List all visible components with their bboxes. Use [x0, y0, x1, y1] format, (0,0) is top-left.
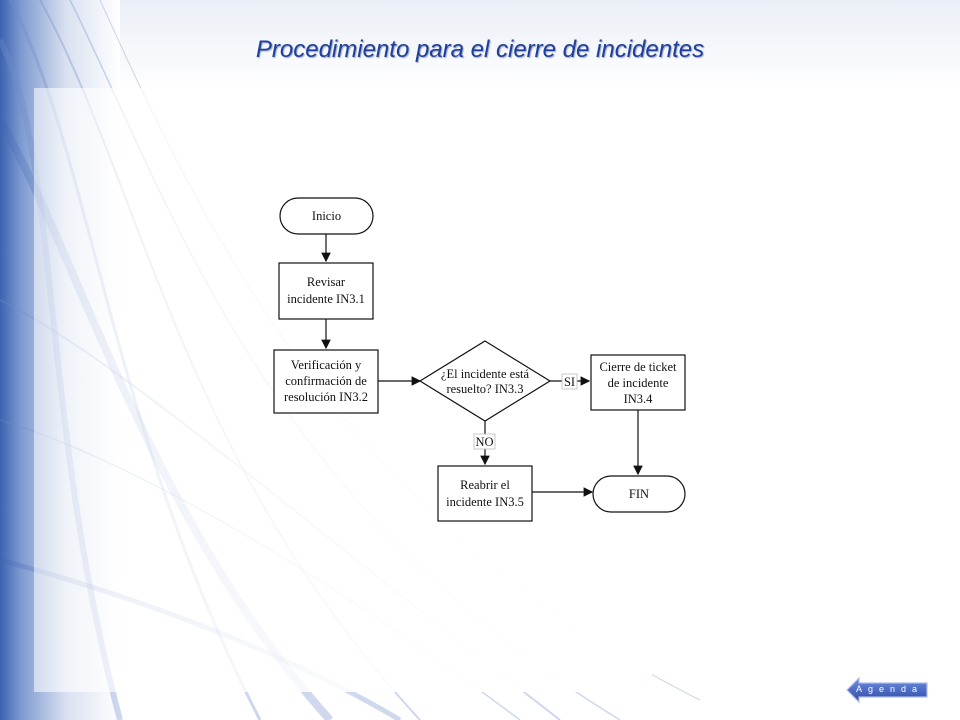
verify-node-line-3: resolución IN3.2 [284, 390, 368, 404]
start-node-label: Inicio [312, 209, 341, 223]
reopen-node [437, 465, 533, 522]
slide-title: Procedimiento para el cierre de incident… [255, 36, 705, 63]
verify-node-line-2: confirmación de [285, 374, 367, 388]
close-ticket-line-3: IN3.4 [624, 392, 654, 406]
close-ticket-line-2: de incidente [608, 376, 669, 390]
close-ticket-node [590, 354, 686, 411]
end-node-label: FIN [629, 487, 649, 501]
verify-node [273, 349, 379, 414]
agenda-button[interactable] [846, 676, 928, 704]
verify-node-line-1: Verificación y [291, 358, 362, 372]
decision-node-line-1: ¿El incidente está [441, 367, 530, 381]
review-node [278, 262, 374, 320]
no-label-box [473, 433, 496, 450]
no-label: NO [475, 435, 493, 449]
flow-connectors [321, 234, 643, 497]
yes-label: SI [564, 375, 575, 389]
left-arrow-icon [846, 676, 928, 704]
review-node-line-1: Revisar [307, 275, 346, 289]
decision-node-line-2: resuelto? IN3.3 [446, 382, 523, 396]
review-node-line-2: incidente IN3.1 [287, 292, 365, 306]
reopen-node-line-1: Reabrir el [460, 478, 510, 492]
start-node [279, 197, 374, 235]
close-ticket-line-1: Cierre de ticket [599, 360, 677, 374]
end-node [592, 475, 686, 513]
reopen-node-line-2: incidente IN3.5 [446, 495, 524, 509]
decision-node [418, 340, 552, 422]
yes-label-box [561, 373, 578, 390]
